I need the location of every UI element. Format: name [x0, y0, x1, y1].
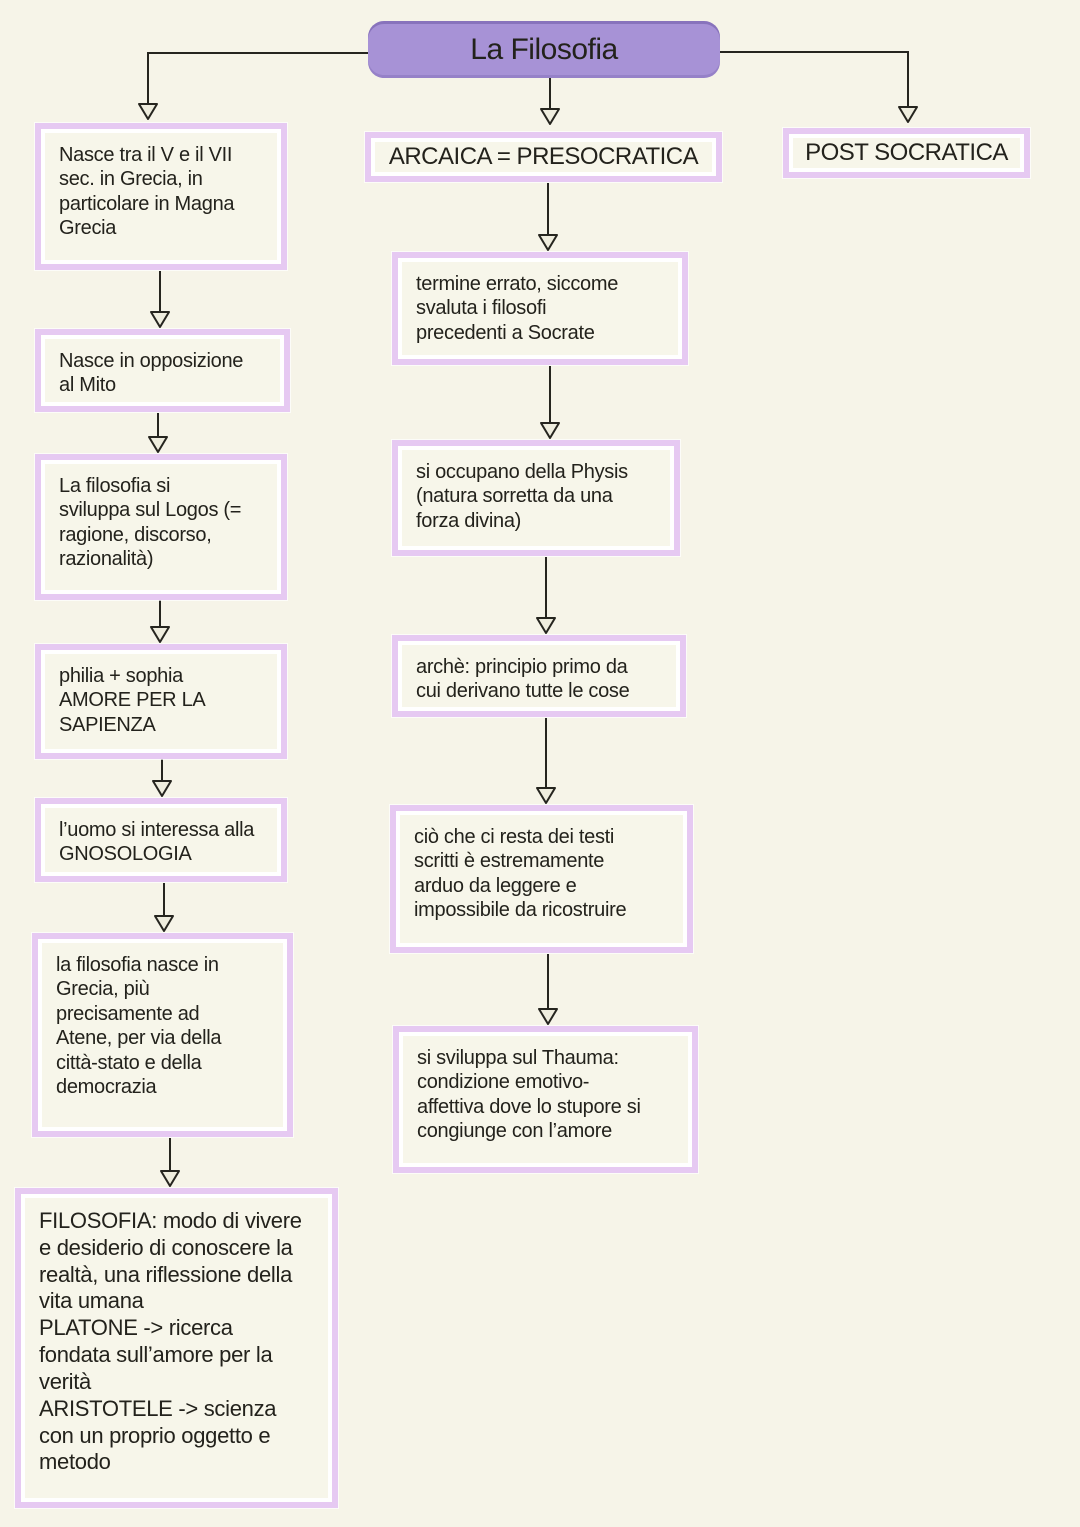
flow-box-gnosologia: l’uomo si interessa alla GNOSOLOGIA — [35, 798, 287, 882]
flow-box-termine-errato: termine errato, siccome svaluta i filoso… — [392, 252, 688, 365]
arrow-middle-2-3 — [536, 557, 556, 634]
flow-box-testi-scritti: ciò che ci resta dei testi scritti è est… — [390, 805, 693, 953]
arrow-left-5-6 — [154, 883, 174, 932]
map-title: La Filosofia — [368, 21, 720, 78]
arrow-middle-4-5 — [538, 954, 558, 1025]
arrow-title-to-left-branch — [138, 52, 368, 120]
arrow-middle-1-2 — [540, 366, 560, 439]
arrow-left-3-4 — [150, 600, 170, 643]
arrow-left-2-3 — [148, 413, 168, 453]
flow-box-arche: archè: principio primo da cui derivano t… — [392, 635, 686, 717]
flow-box-athens-democracy: la filosofia nasce in Grecia, più precis… — [32, 933, 293, 1137]
arrow-left-4-5 — [152, 759, 172, 797]
arrow-middle-header-1 — [538, 183, 558, 251]
arrow-middle-3-4 — [536, 718, 556, 804]
flow-box-philia-sophia: philia + sophia AMORE PER LA SAPIENZA — [35, 644, 287, 759]
flow-box-definition-platone-aristotele: FILOSOFIA: modo di vivere e desiderio di… — [15, 1188, 338, 1508]
arrow-title-to-middle-branch — [540, 78, 560, 125]
branch-header-post-socratica: POST SOCRATICA — [783, 128, 1030, 178]
arrow-title-to-right-branch — [720, 51, 918, 123]
flow-box-logos: La filosofia si sviluppa sul Logos (= ra… — [35, 454, 287, 600]
branch-header-arcaica: ARCAICA = PRESOCRATICA — [365, 132, 722, 182]
flow-box-physis: si occupano della Physis (natura sorrett… — [392, 440, 680, 556]
arrow-left-1-2 — [150, 271, 170, 328]
arrow-left-6-7 — [160, 1138, 180, 1187]
flow-box-thauma: si sviluppa sul Thauma: condizione emoti… — [393, 1026, 698, 1173]
flow-box-opposition-myth: Nasce in opposizione al Mito — [35, 329, 290, 412]
flow-box-origin-period: Nasce tra il V e il VII sec. in Grecia, … — [35, 123, 287, 270]
